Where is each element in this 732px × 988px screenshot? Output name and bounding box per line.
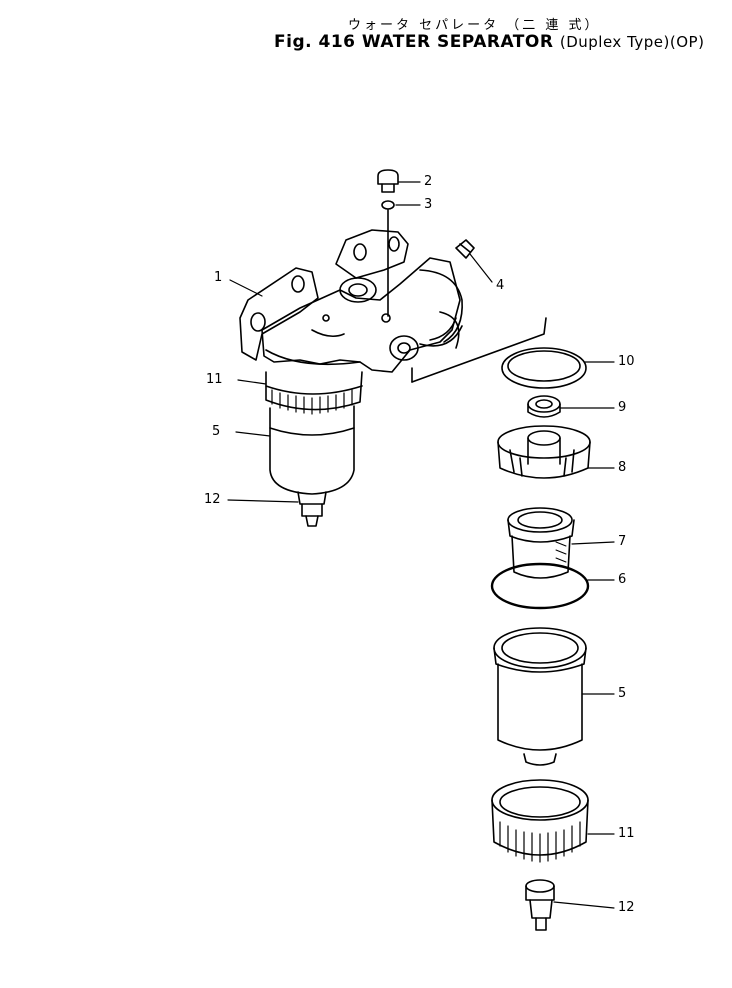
retainer-8 (497, 425, 591, 479)
ring-nut-11 (491, 779, 589, 863)
callout-5-exploded: 5 (618, 686, 627, 701)
oring-6 (490, 562, 590, 610)
option-marker: (OP) (669, 33, 705, 51)
leader-lines (227, 181, 615, 909)
filter-head (239, 229, 463, 373)
callout-10: 10 (618, 354, 635, 369)
bowl-5 (493, 627, 587, 766)
part-name: WATER SEPARATOR (361, 32, 554, 52)
figure-title: Fig. 416 WATER SEPARATOR (Duplex Type)(O… (274, 32, 704, 52)
callout-2: 2 (424, 174, 433, 189)
plug-2 (377, 169, 399, 193)
oring-3 (381, 200, 395, 210)
seal-9 (527, 395, 561, 418)
callout-6: 6 (618, 572, 627, 587)
part-type: (Duplex Type) (559, 33, 670, 51)
gasket-10 (501, 347, 587, 389)
callout-11-assembled: 11 (206, 372, 223, 387)
callout-5-assembled: 5 (212, 424, 221, 439)
element-7 (507, 507, 575, 579)
drain-plug-12 (525, 879, 555, 931)
callout-1: 1 (214, 270, 223, 285)
callout-9: 9 (618, 400, 627, 415)
callout-11-exploded: 11 (618, 826, 635, 841)
callout-12-exploded: 12 (618, 900, 635, 915)
callout-4: 4 (496, 278, 505, 293)
figure-number: Fig. 416 (274, 32, 356, 52)
callout-7: 7 (618, 534, 627, 549)
callout-12-assembled: 12 (204, 492, 221, 507)
assembly-line (411, 317, 547, 383)
assembled-bowl (265, 371, 363, 527)
callout-3: 3 (424, 197, 433, 212)
callout-8: 8 (618, 460, 627, 475)
title-japanese: ウォータ セパレータ （二 連 式） (348, 18, 601, 33)
plug-4 (455, 239, 475, 259)
